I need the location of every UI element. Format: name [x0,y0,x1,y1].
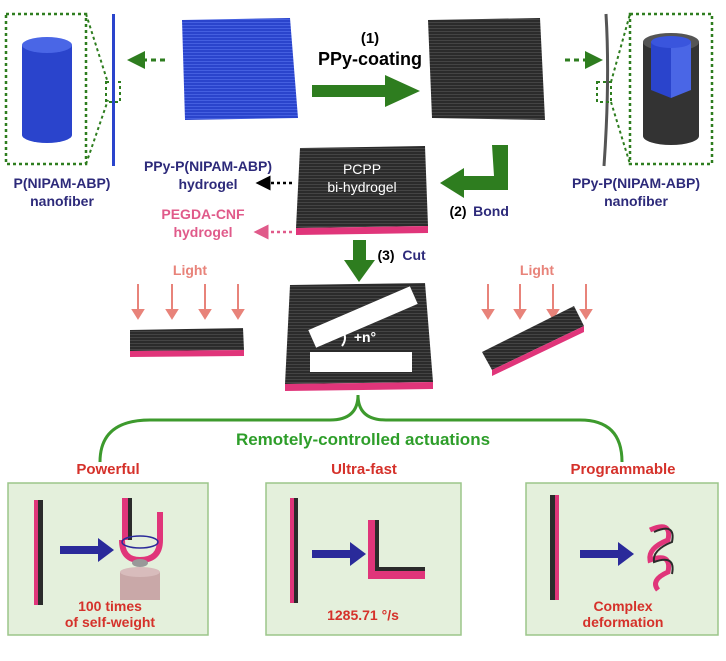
bond-arrow [440,145,508,198]
ppy-hydrogel-line1: PPy-P(NIPAM-ABP) [143,158,273,174]
coated-nanofiber-detail [596,12,714,167]
programmable-illustration [550,495,674,600]
programmable-caption-line1: Complex [593,598,653,614]
heading-programmable: Programmable [570,461,676,478]
powerful-illustration [34,498,163,605]
pegda-line1: PEGDA-CNF [161,206,245,222]
left-fiber-line1: P(NIPAM-ABP) [13,175,111,191]
strip-right [482,306,584,376]
step1-label: PPy-coating [317,49,423,69]
light-arrows-left [131,284,245,320]
ultrafast-caption: 1285.71 °/s [327,607,399,623]
right-fiber-line1: PPy-P(NIPAM-ABP) [571,175,701,191]
step2-label: Bond [473,203,509,219]
powerful-caption-line1: 100 times [78,598,142,614]
ppy-hydrogel-line2: hydrogel [178,176,238,192]
ultrafast-illustration [290,498,425,603]
panel-ultrafast-bg [265,482,462,636]
left-fiber-line2: nanofiber [30,193,94,209]
black-fiber-mat [428,18,545,120]
cut-sheet [285,283,433,391]
right-fiber-line2: nanofiber [604,193,668,209]
ppy-coating-arrow [312,75,420,107]
powerful-caption-line2: of self-weight [64,614,156,630]
light-left: Light [172,262,208,278]
strip-left [130,328,244,357]
pcpp-line2: bi-hydrogel [327,179,397,195]
heading-powerful: Powerful [76,461,140,478]
pcpp-line1: PCPP [342,161,382,177]
programmable-caption-line2: deformation [582,614,664,630]
heading-ultrafast: Ultra-fast [331,461,397,478]
cut-arrow [344,240,375,282]
step3-label: Cut [402,247,426,263]
step1-number: (1) [360,30,380,47]
pcpp-block [296,146,428,235]
step2-number: (2) [449,203,467,219]
step3-number: (3) [377,247,395,263]
angle-label: +n° [353,329,377,345]
pegda-line2: hydrogel [173,224,233,240]
light-arrows-right [481,284,593,320]
actuation-brace [98,394,624,463]
actuation-title: Remotely-controlled actuations [235,430,491,449]
light-right: Light [519,262,555,278]
blue-nanofiber-detail [4,12,121,166]
blue-fiber-mat [182,18,298,120]
